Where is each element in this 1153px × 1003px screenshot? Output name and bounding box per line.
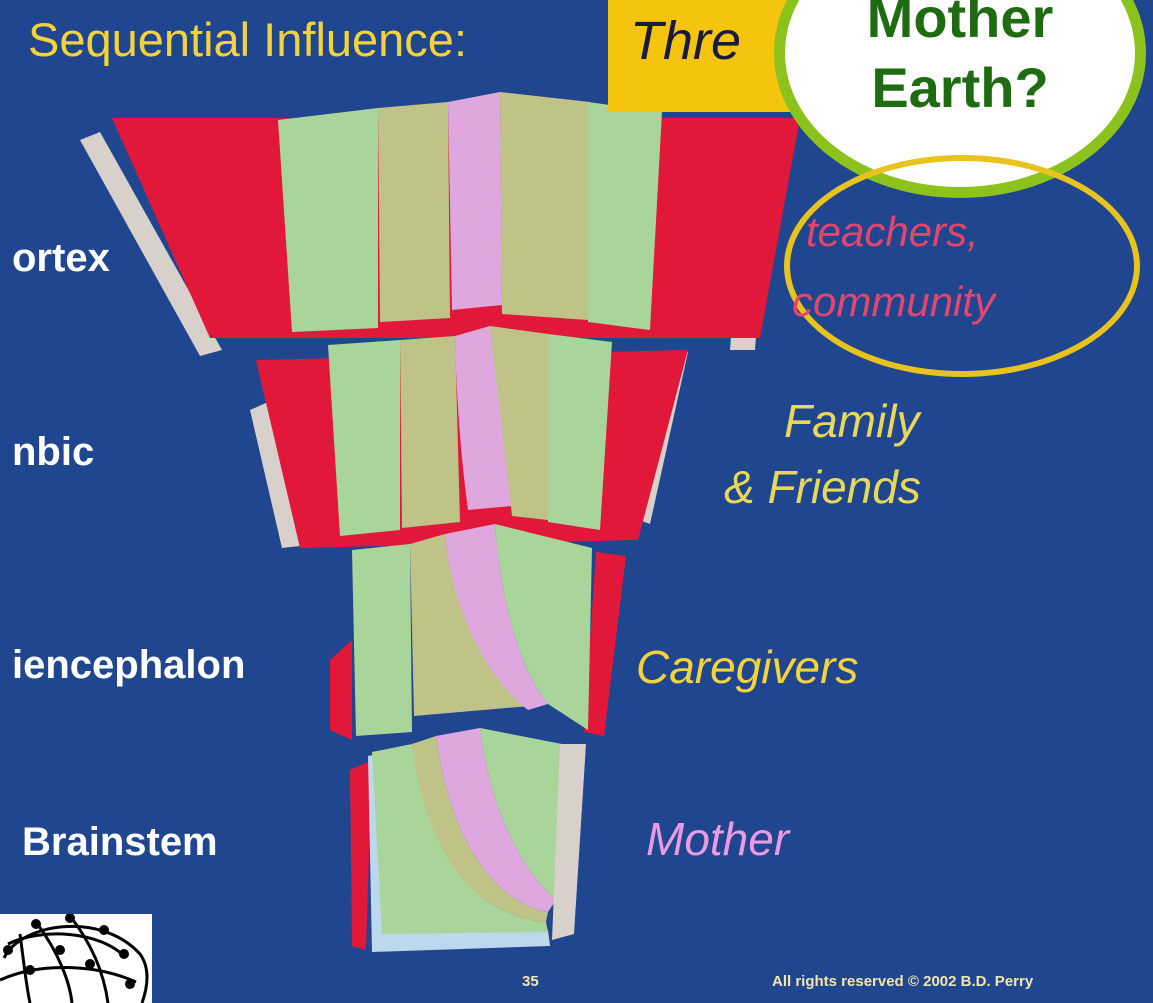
region-label-limbic: nbic [12,430,94,475]
highlight-ring [784,155,1140,377]
page-number: 35 [522,973,539,990]
influence-friends: & Friends [724,460,921,514]
title-highlight-text: Thre [630,10,741,72]
bubble-line-1: Mother [774,0,1146,53]
brainstem-layer [350,728,586,952]
region-label-brainstem: Brainstem [22,820,218,865]
influence-family: Family [784,394,919,448]
influence-teachers: teachers, [806,208,979,256]
cortex-layer [80,92,800,356]
diencephalon-layer [330,524,626,740]
copyright-text: All rights reserved © 2002 B.D. Perry [772,973,1033,990]
region-label-diencephalon: iencephalon [12,643,245,688]
bubble-line-2: Earth? [774,53,1146,123]
influence-mother: Mother [646,812,789,866]
limbic-layer [250,326,688,548]
globe-logo [0,914,152,1003]
globe-network-icon [0,914,152,1003]
region-label-cortex: ortex [12,236,110,281]
slide-title: Sequential Influence: [28,12,467,67]
influence-caregivers: Caregivers [636,640,858,694]
influence-community: community [792,278,995,326]
bubble-text: Mother Earth? [774,0,1146,123]
